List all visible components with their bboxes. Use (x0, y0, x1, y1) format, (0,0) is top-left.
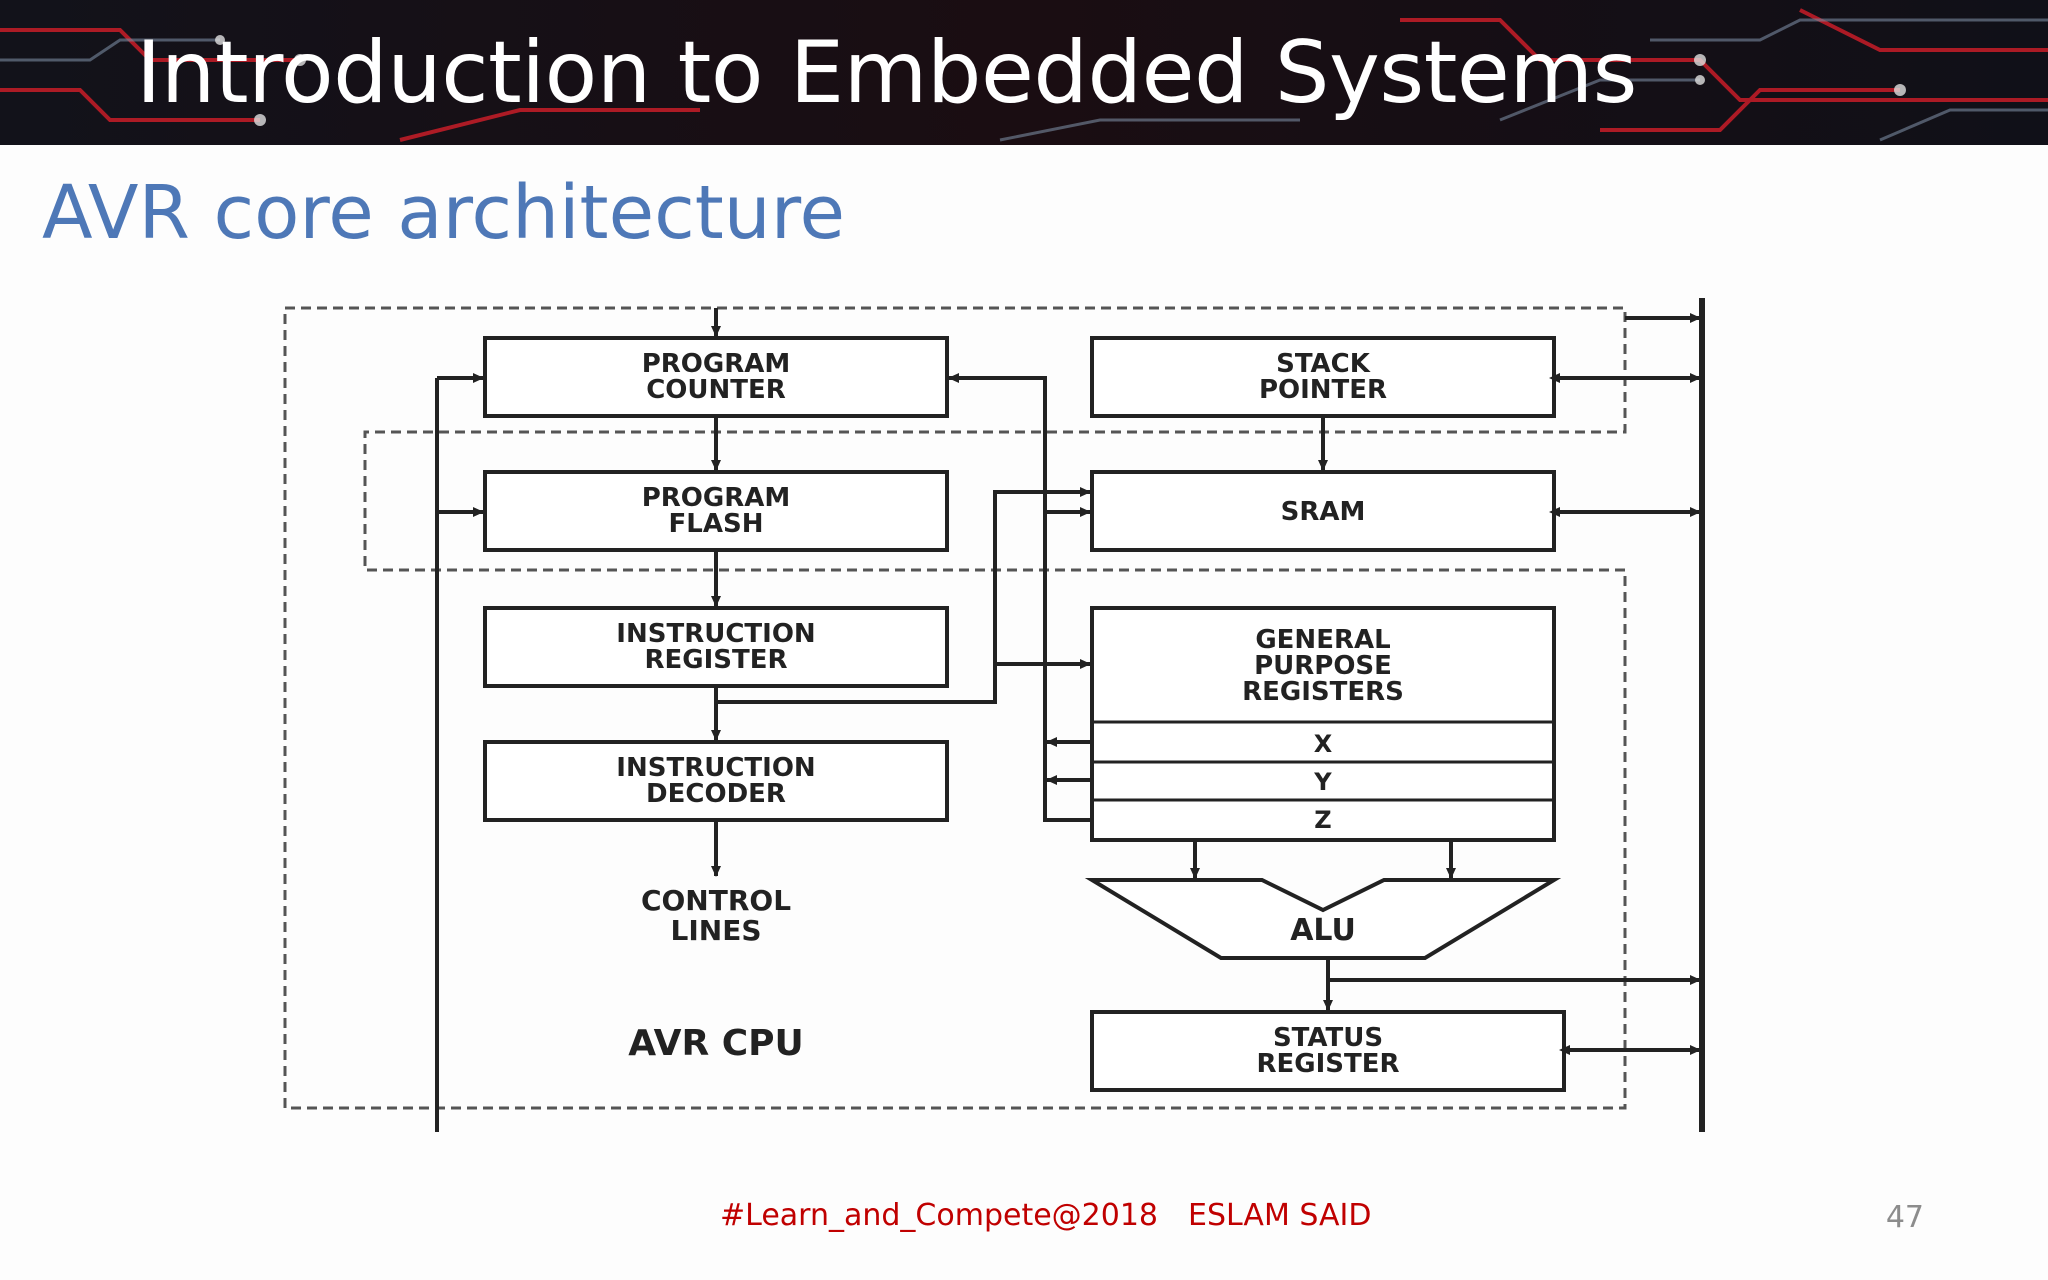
program-counter-block: PROGRAM COUNTER (483, 336, 949, 418)
status-register-line1: STATUS (1273, 1023, 1383, 1053)
instruction-register-line2: REGISTER (644, 645, 787, 675)
footer-author: ESLAM SAID (1188, 1198, 1372, 1233)
footer-hashtag: #Learn_and_Compete@2018 (720, 1198, 1159, 1233)
cpu-boundary (283, 306, 1627, 1110)
arrow-z-to-pc (948, 373, 1090, 822)
alu-label: ALU (1290, 913, 1356, 948)
gpr-line1: GENERAL (1255, 625, 1390, 655)
gpr-block: GENERAL PURPOSE REGISTERS X Y Z (1090, 606, 1556, 842)
status-register-line2: REGISTER (1256, 1049, 1399, 1079)
reg-y-label: Y (1313, 768, 1332, 796)
page-number: 47 (1885, 1200, 1924, 1235)
stack-pointer-block: STACK POINTER (1090, 336, 1556, 418)
stack-pointer-line1: STACK (1276, 349, 1371, 379)
sram-label: SRAM (1281, 497, 1366, 527)
slide-title: Introduction to Embedded Systems (136, 23, 1637, 123)
instruction-register-block: INSTRUCTION REGISTER (483, 606, 949, 688)
program-counter-line2: COUNTER (646, 375, 786, 405)
control-lines-label: CONTROL LINES (641, 884, 791, 947)
instruction-decoder-line1: INSTRUCTION (616, 753, 815, 783)
program-flash-line2: FLASH (669, 509, 764, 539)
stack-pointer-line2: POINTER (1259, 375, 1387, 405)
control-lines-line2: LINES (671, 914, 762, 947)
avr-architecture-diagram: PROGRAM COUNTER PROGRAM FLASH INSTRUCTIO… (270, 290, 1730, 1144)
instruction-decoder-line2: DECODER (646, 779, 786, 809)
instruction-register-line1: INSTRUCTION (616, 619, 815, 649)
circuit-board-background (0, 0, 2048, 145)
gpr-line2: PURPOSE (1254, 651, 1392, 681)
footer: #Learn_and_Compete@2018 ESLAM SAID (720, 1198, 1371, 1233)
program-counter-line1: PROGRAM (642, 349, 791, 379)
sram-block: SRAM (1090, 470, 1556, 552)
program-flash-line1: PROGRAM (642, 483, 791, 513)
status-register-block: STATUS REGISTER (1090, 1010, 1566, 1092)
control-lines-line1: CONTROL (641, 884, 791, 917)
avr-cpu-label: AVR CPU (628, 1023, 804, 1064)
avr-block-diagram: PROGRAM COUNTER PROGRAM FLASH INSTRUCTIO… (283, 298, 1705, 1132)
slide-subtitle: AVR core architecture (42, 170, 846, 256)
instruction-decoder-block: INSTRUCTION DECODER (483, 740, 949, 822)
reg-x-label: X (1314, 730, 1333, 758)
alu-block: ALU (1084, 878, 1562, 960)
title-banner: Introduction to Embedded Systems (0, 0, 2048, 145)
reg-z-label: Z (1314, 806, 1331, 834)
program-flash-block: PROGRAM FLASH (483, 470, 949, 552)
gpr-line3: REGISTERS (1242, 677, 1404, 707)
arrow-ir-to-sram (716, 487, 1091, 704)
